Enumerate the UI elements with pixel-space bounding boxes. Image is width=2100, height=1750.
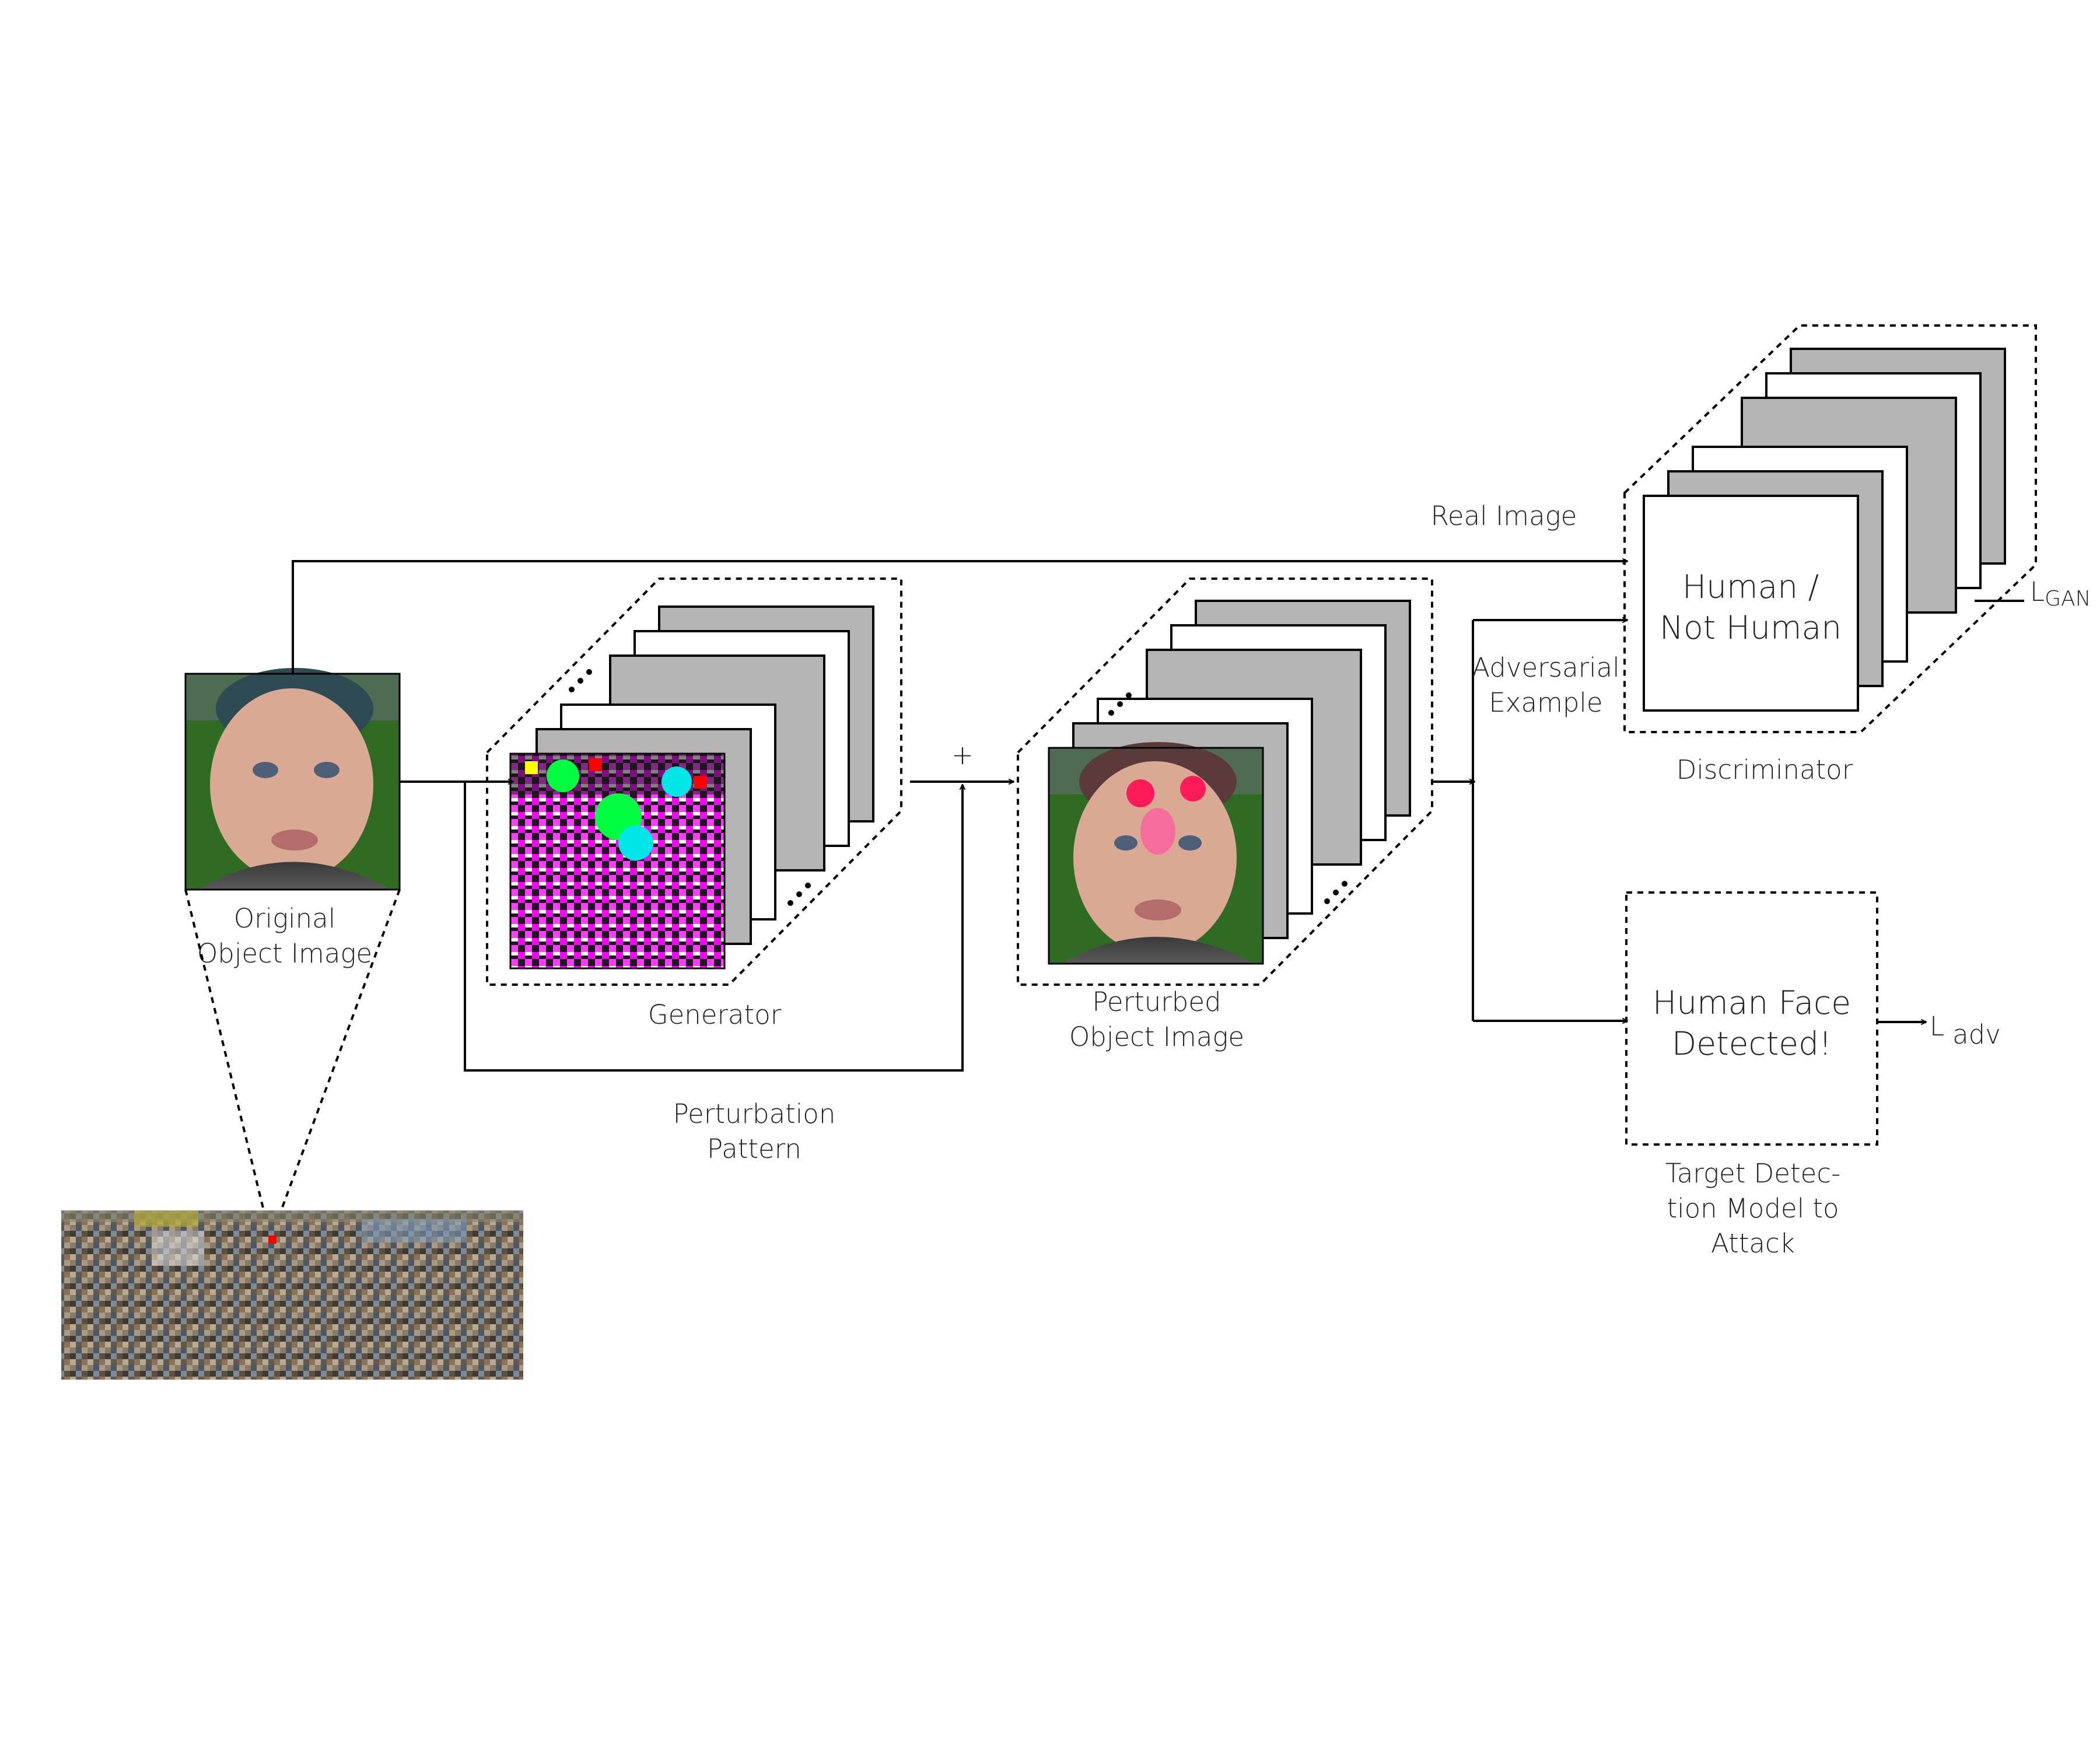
loss-gan-subscript: GAN [2045, 587, 2091, 611]
perturbed-label-line1: Perturbed [1092, 986, 1221, 1017]
ellipsis-dots-icon [1108, 692, 1132, 716]
noise-pattern-image [509, 752, 726, 970]
discriminator-box-line1: Human / [1682, 568, 1819, 606]
real-image-label: Real Image [1431, 501, 1577, 531]
generator-label: Generator [648, 999, 782, 1030]
perturbed-boundary [1017, 578, 1433, 986]
adversarial-label-line2: Example [1489, 687, 1602, 718]
discriminator-box-line2: Not Human [1660, 609, 1842, 646]
generator-boundary [486, 578, 902, 986]
loss-gan-symbol: L [2030, 576, 2045, 607]
perturbation-label-line2: Pattern [707, 1133, 802, 1164]
discriminator-layers [1643, 348, 2006, 712]
target-label-line2: tion Model to [1667, 1193, 1839, 1224]
generator-layers [536, 606, 874, 945]
photo-mosaic-image [61, 1210, 523, 1380]
discriminator-label: Discriminator [1676, 754, 1853, 785]
perturbation-label-line1: Perturbation [673, 1098, 836, 1129]
ellipsis-dots-icon [569, 669, 592, 692]
ellipsis-dots-icon [788, 883, 811, 906]
original-label-line1: Original [234, 903, 336, 934]
adversarial-label-line1: Adversarial [1472, 652, 1619, 683]
original-label-line2: Object Image [197, 938, 372, 969]
arrow-real-image [292, 561, 1628, 674]
target-label-line3: Attack [1711, 1228, 1795, 1259]
detector-box-line2: Detected! [1672, 1025, 1832, 1062]
original-face-image [184, 668, 401, 891]
highlight-marker [268, 1236, 276, 1244]
target-label-line1: Target Detec- [1665, 1158, 1841, 1189]
perturbed-face-image [1048, 742, 1264, 965]
plus-sign: + [951, 740, 974, 771]
loss-gan-label: LGAN [2030, 576, 2091, 611]
detector-box-line1: Human Face [1653, 984, 1851, 1021]
perturbation-loop-line [464, 782, 963, 1072]
perturbed-label-line2: Object Image [1069, 1021, 1244, 1052]
loss-adv-subscript: adv [1952, 1019, 2001, 1050]
zoom-line-right [280, 889, 401, 1211]
loss-adv-symbol: L [1930, 1011, 1944, 1042]
ellipsis-dots-icon [1324, 881, 1348, 904]
